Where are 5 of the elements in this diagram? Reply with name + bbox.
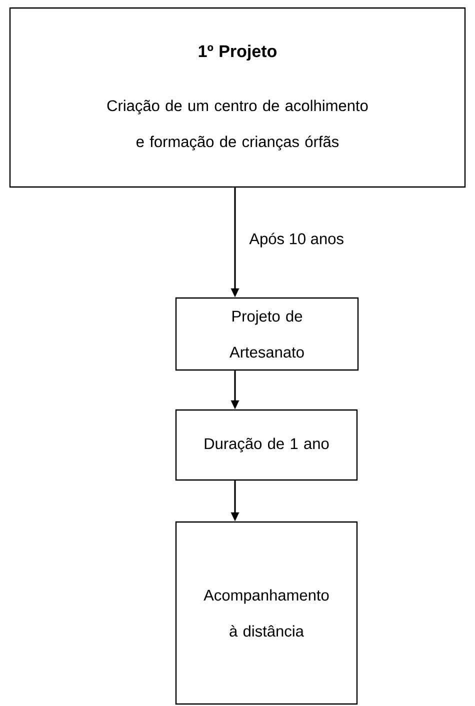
title-box: 1º Projeto Criação de um centro de acolhimento e formação de crianças órfãs	[9, 7, 466, 188]
edge-label: Após 10 anos	[249, 232, 344, 248]
process-box: Duração de 1 ano	[175, 409, 358, 481]
process-box: Acompanhamento à distância	[175, 521, 358, 705]
process-box: Projeto de Artesanato	[175, 297, 359, 371]
